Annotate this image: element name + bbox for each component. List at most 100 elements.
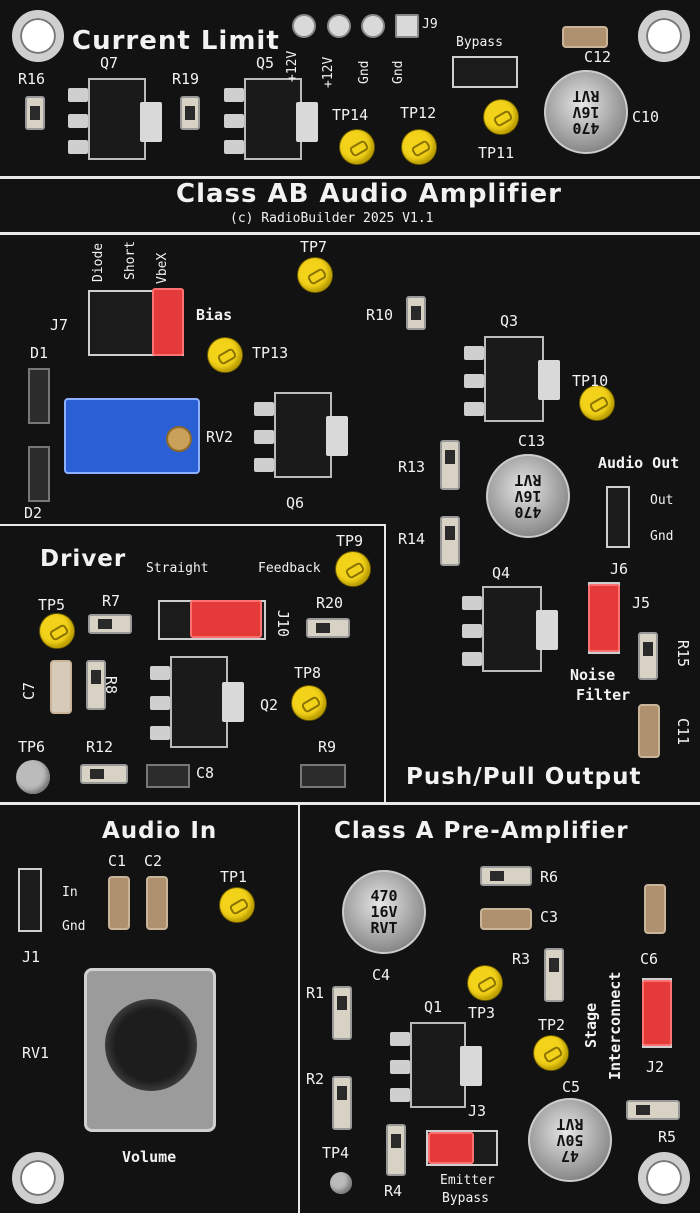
diode-D1	[28, 368, 50, 424]
label-R20: R20	[316, 594, 344, 612]
label-gnd-out: Gnd	[650, 529, 674, 544]
resistor-R3	[544, 948, 564, 1002]
section-title-preamp: Class A Pre-Amplifier	[334, 818, 629, 844]
label-R6: R6	[540, 868, 559, 886]
label-C4: C4	[372, 966, 391, 984]
label-TP2: TP2	[538, 1016, 566, 1034]
label-out: Out	[650, 493, 674, 508]
label-R1: R1	[306, 984, 325, 1002]
section-title-push-pull: Push/Pull Output	[406, 764, 642, 790]
test-point-TP2	[534, 1036, 568, 1070]
test-point-TP5	[40, 614, 74, 648]
label-bypass: Bypass	[456, 35, 503, 50]
label-Q1: Q1	[424, 998, 443, 1016]
resistor-R12	[80, 764, 128, 784]
label-TP11: TP11	[478, 144, 515, 162]
label-TP4: TP4	[322, 1144, 350, 1162]
label-bypass2: Bypass	[442, 1191, 489, 1206]
jumper-header-bypass	[452, 56, 518, 88]
label-Q6: Q6	[286, 494, 305, 512]
label-feedback: Feedback	[258, 561, 321, 576]
transistor-Q4	[462, 586, 558, 672]
label-vbex: VbeX	[155, 252, 170, 284]
mounting-hole-top-right	[638, 10, 690, 62]
resistor-R4	[386, 1124, 406, 1176]
label-C13: C13	[518, 432, 546, 450]
section-title-audio-in: Audio In	[102, 818, 218, 844]
test-point-TP10	[580, 386, 614, 420]
label-C3: C3	[540, 908, 559, 926]
jumper-shunt-feedback	[190, 600, 262, 638]
label-plus12v: +12V	[285, 50, 300, 82]
label-straight: Straight	[146, 561, 209, 576]
test-point-TP4	[330, 1172, 352, 1194]
transistor-Q1	[390, 1022, 482, 1108]
label-J5: J5	[632, 594, 651, 612]
resistor-R20	[306, 618, 350, 638]
transistor-Q7	[68, 78, 162, 160]
test-point-TP8	[292, 686, 326, 720]
solder-jumper-C8	[146, 764, 190, 788]
resistor-R19	[180, 96, 200, 130]
trimmer-RV2[interactable]	[64, 398, 200, 474]
label-Q5: Q5	[256, 54, 275, 72]
label-RV2: RV2	[206, 428, 234, 446]
label-volume: Volume	[122, 1148, 177, 1166]
label-R13: R13	[398, 458, 426, 476]
label-interconnect: Interconnect	[606, 971, 624, 1080]
label-Q4: Q4	[492, 564, 511, 582]
label-J9: J9	[422, 17, 438, 32]
transistor-Q3	[464, 336, 560, 422]
jumper-shunt-bias	[152, 288, 184, 356]
solder-jumper-R9	[300, 764, 346, 788]
capacitor-C6	[644, 884, 666, 934]
label-R12: R12	[86, 738, 114, 756]
resistor-R1	[332, 986, 352, 1040]
volume-potentiometer-RV1[interactable]	[84, 968, 216, 1132]
label-J10: J10	[274, 610, 292, 638]
jumper-shunt-emitter-bypass	[428, 1132, 474, 1164]
label-J7: J7	[50, 316, 69, 334]
label-R16: R16	[18, 70, 46, 88]
capacitor-C7	[50, 660, 72, 714]
label-TP14: TP14	[332, 106, 369, 124]
label-TP1: TP1	[220, 868, 248, 886]
trimmer-screw-icon	[166, 426, 192, 452]
capacitor-C13: 470 16V RVT	[486, 454, 570, 538]
main-title: Class AB Audio Amplifier	[176, 179, 562, 209]
power-pad	[395, 14, 419, 38]
copyright-text: (c) RadioBuilder 2025 V1.1	[230, 211, 434, 226]
label-R3: R3	[512, 950, 531, 968]
power-pad	[292, 14, 316, 38]
mounting-hole-bottom-left	[12, 1152, 64, 1204]
power-pad	[361, 14, 385, 38]
divider-line	[0, 524, 385, 526]
resistor-R6	[480, 866, 532, 886]
label-J2: J2	[646, 1058, 665, 1076]
label-R14: R14	[398, 530, 426, 548]
capacitor-C4: 470 16V RVT	[342, 870, 426, 954]
audio-out-header	[606, 486, 630, 548]
label-TP9: TP9	[336, 532, 364, 550]
label-R2: R2	[306, 1070, 325, 1088]
mounting-hole-bottom-right	[638, 1152, 690, 1204]
resistor-R10	[406, 296, 426, 330]
label-noise: Noise	[570, 666, 616, 684]
label-RV1: RV1	[22, 1044, 50, 1062]
test-point-TP13	[208, 338, 242, 372]
capacitor-C3	[480, 908, 532, 930]
label-R9: R9	[318, 738, 337, 756]
mounting-hole-top-left	[12, 10, 64, 62]
label-J1: J1	[22, 948, 41, 966]
resistor-R13	[440, 440, 460, 490]
label-Q7: Q7	[100, 54, 119, 72]
label-TP8: TP8	[294, 664, 322, 682]
divider-line	[0, 232, 700, 235]
audio-in-header	[18, 868, 42, 932]
label-TP7: TP7	[300, 238, 328, 256]
jumper-shunt-stage-interconnect	[642, 980, 672, 1046]
label-emitter: Emitter	[440, 1173, 495, 1188]
label-stage: Stage	[582, 1002, 600, 1048]
test-point-TP9	[336, 552, 370, 586]
label-C10: C10	[632, 108, 660, 126]
